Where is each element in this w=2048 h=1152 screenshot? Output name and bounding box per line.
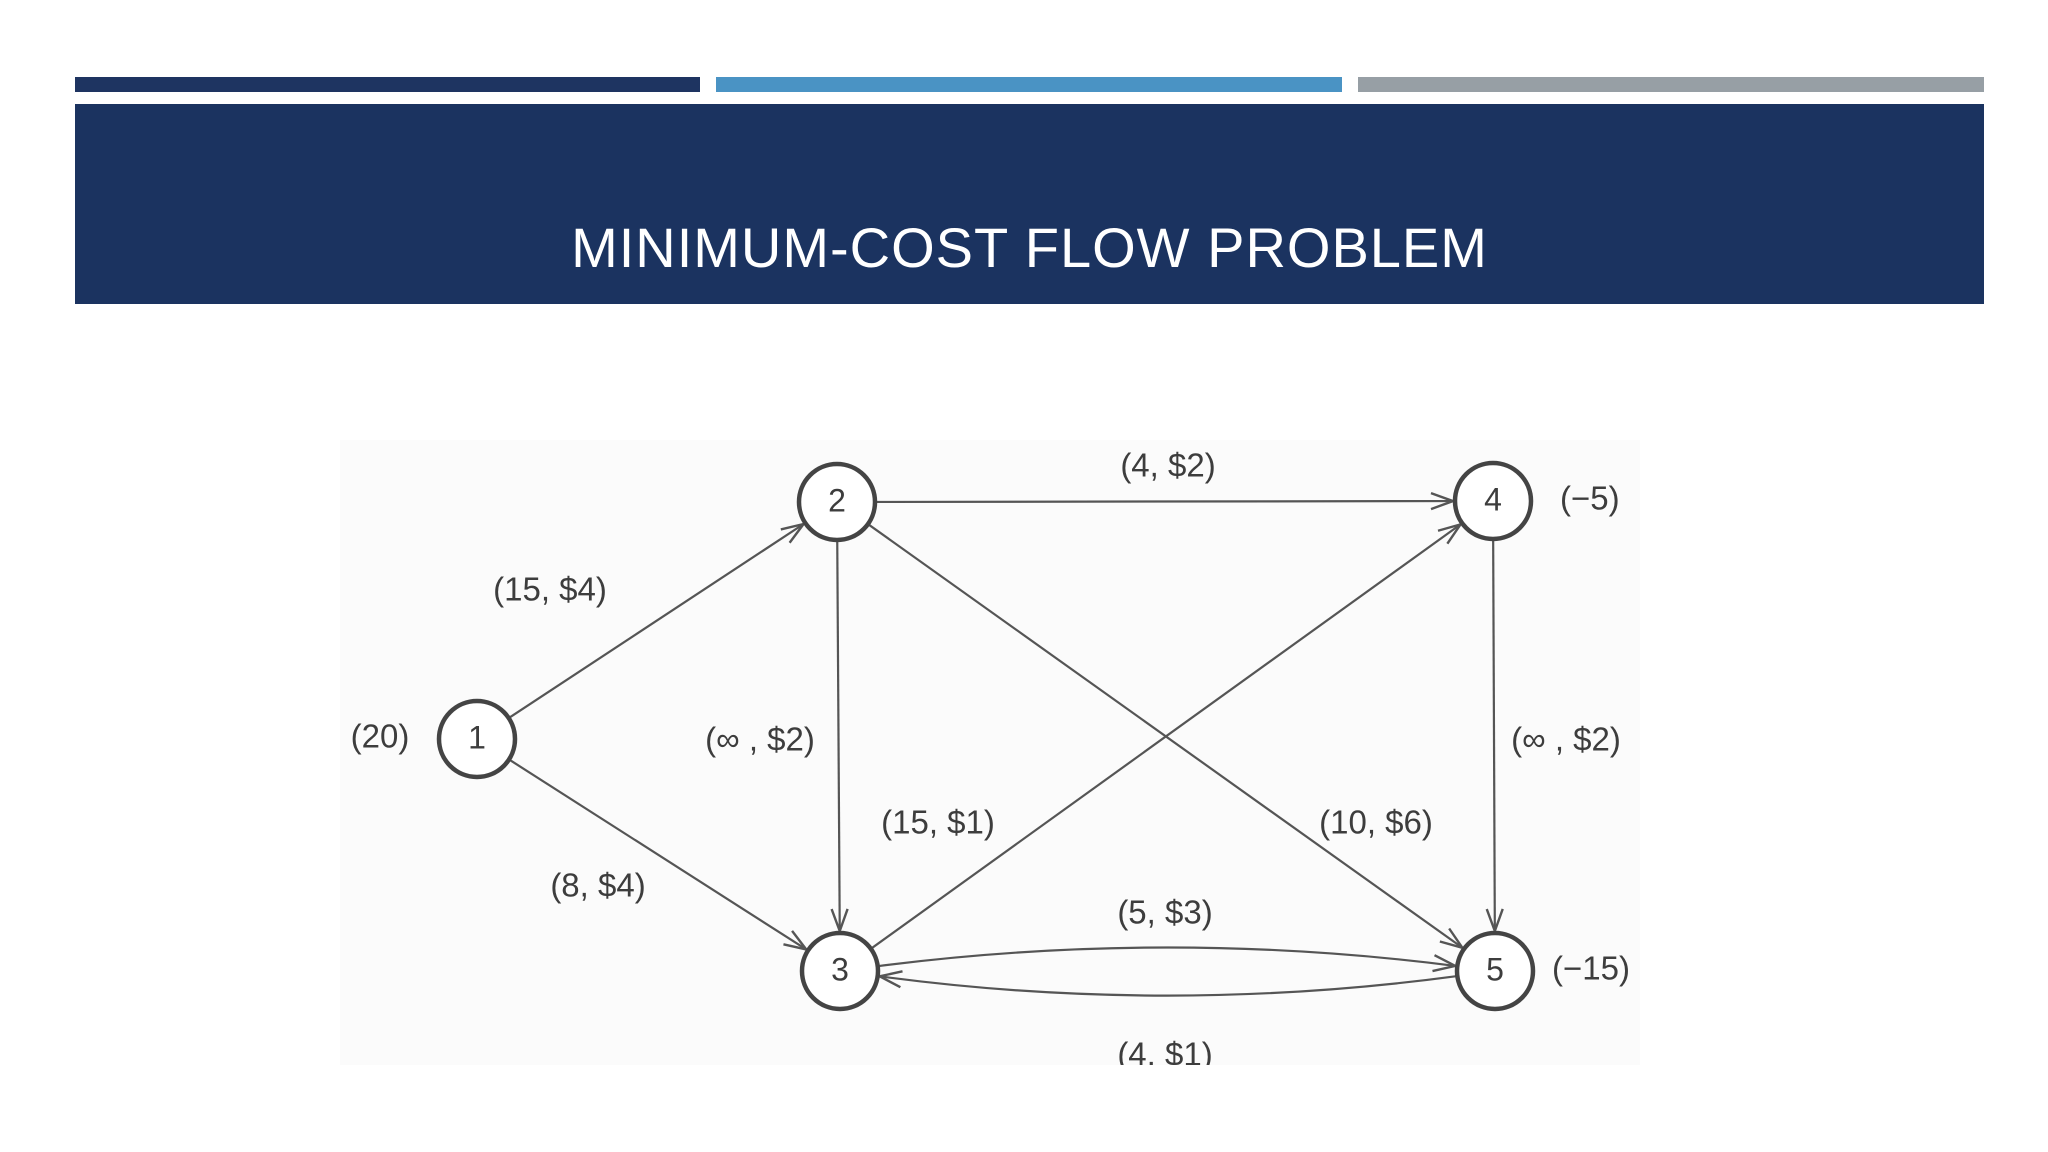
- node-2: 2: [796, 461, 878, 543]
- edge-3-4: [870, 524, 1461, 950]
- node-circle-1: [436, 698, 518, 780]
- edge-2-3: [837, 539, 840, 931]
- edge-5-3: [880, 976, 1458, 997]
- node-label-2: 2: [828, 482, 846, 518]
- edge-label-2-4: (4, $2): [1120, 447, 1215, 484]
- edge-3-5: [877, 946, 1456, 967]
- node-circle-5: [1454, 930, 1536, 1012]
- edge-2-4: [874, 501, 1453, 502]
- node-3: 3: [799, 930, 881, 1012]
- network-diagram: (15, $4) (8, $4) (4, $2) (∞ , $2) (10, $6) (1…: [340, 440, 1640, 1065]
- edge-1-2: [508, 524, 804, 720]
- edge-1-3: [508, 758, 806, 949]
- node-label-3: 3: [831, 951, 849, 987]
- network-graph: (15, $4) (8, $4) (4, $2) (∞ , $2) (10, $6) (1…: [351, 447, 1630, 1065]
- edge-label-5-3: (4, $1): [1117, 1036, 1212, 1065]
- accent-bar-dark: [75, 77, 700, 92]
- node-circle-2: [796, 461, 878, 543]
- node-5: 5: [1454, 930, 1536, 1012]
- node-label-4: 4: [1484, 481, 1502, 517]
- edge-label-3-5: (5, $3): [1117, 894, 1212, 931]
- node-circle-4: [1452, 460, 1534, 542]
- edge-label-1-3: (8, $4): [550, 867, 645, 904]
- node-circle-3: [799, 930, 881, 1012]
- title-band: MINIMUM-COST FLOW PROBLEM: [75, 104, 1984, 304]
- supply-label-4: (−5): [1560, 480, 1620, 517]
- edge-label-4-5: (∞ , $2): [1511, 721, 1621, 758]
- edge-label-1-2: (15, $4): [493, 571, 607, 608]
- supply-label-5: (−15): [1552, 950, 1630, 987]
- accent-bar-blue: [716, 77, 1342, 92]
- node-label-5: 5: [1486, 951, 1504, 987]
- edge-4-5: [1493, 538, 1495, 931]
- edge-label-2-5: (10, $6): [1319, 804, 1433, 841]
- accent-bar-gray: [1358, 77, 1984, 92]
- edge-label-3-4: (15, $1): [881, 804, 995, 841]
- slide-title: MINIMUM-COST FLOW PROBLEM: [571, 216, 1488, 279]
- node-label-1: 1: [468, 719, 486, 755]
- node-1: 1: [436, 698, 518, 780]
- node-4: 4: [1452, 460, 1534, 542]
- supply-label-1: (20): [351, 718, 410, 755]
- edge-label-2-3: (∞ , $2): [705, 721, 815, 758]
